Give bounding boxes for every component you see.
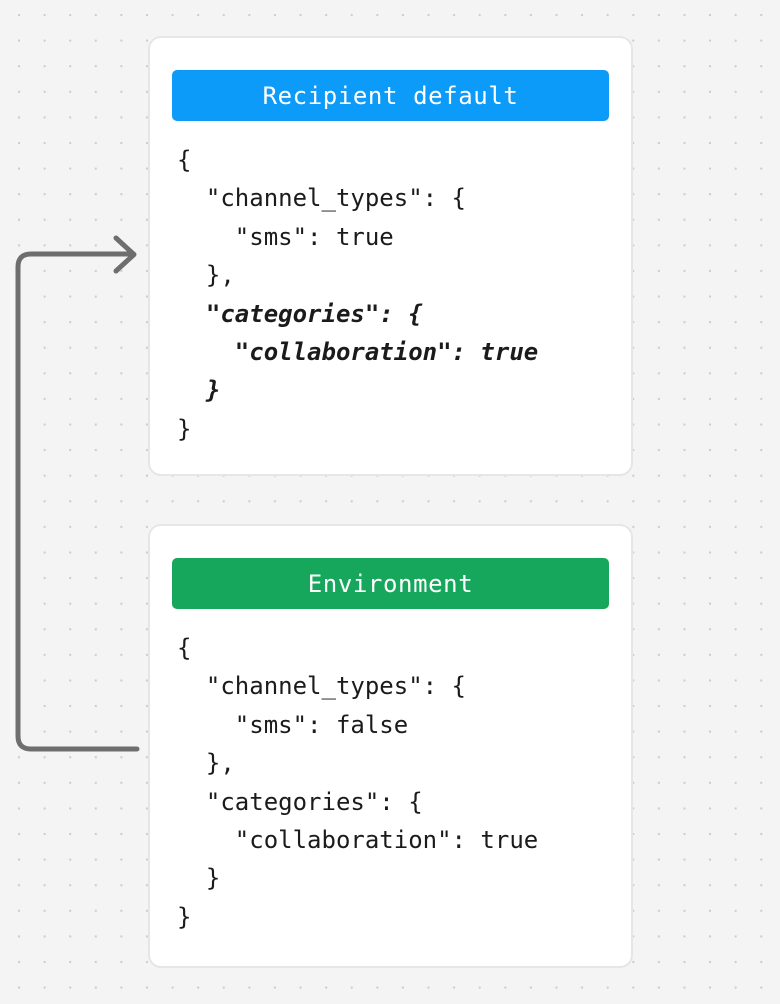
code-line: "collaboration": true [177, 825, 539, 854]
code-line: "sms": false [177, 710, 409, 739]
code-line: "channel_types": { [177, 672, 466, 701]
card-environment[interactable]: Environment { "channel_types": { "sms": … [148, 524, 633, 968]
connector-path [15, 251, 140, 752]
card-badge-label: Recipient default [262, 81, 519, 110]
code-line: "channel_types": { [177, 184, 466, 213]
code-line: "categories": { [177, 787, 423, 816]
code-line-highlighted: } [177, 376, 221, 405]
code-line: }, [177, 261, 235, 290]
json-body-environment: { "channel_types": { "sms": false }, "ca… [177, 629, 538, 936]
code-line: } [177, 414, 192, 443]
card-recipient-default[interactable]: Recipient default { "channel_types": { "… [148, 36, 633, 476]
code-line: }, [177, 749, 235, 778]
card-badge-label: Environment [307, 569, 474, 598]
card-badge-recipient-default: Recipient default [172, 70, 609, 121]
arrowhead-icon [113, 235, 137, 274]
code-line: } [177, 902, 192, 931]
json-body-recipient-default: { "channel_types": { "sms": true }, "cat… [177, 141, 538, 448]
card-badge-environment: Environment [172, 558, 609, 609]
code-line-highlighted: "collaboration": true [177, 337, 539, 366]
code-line: "sms": true [177, 222, 394, 251]
code-line: } [177, 864, 221, 893]
code-line: { [177, 634, 192, 662]
code-line-highlighted: "categories": { [177, 299, 423, 328]
code-line: { [177, 146, 192, 174]
